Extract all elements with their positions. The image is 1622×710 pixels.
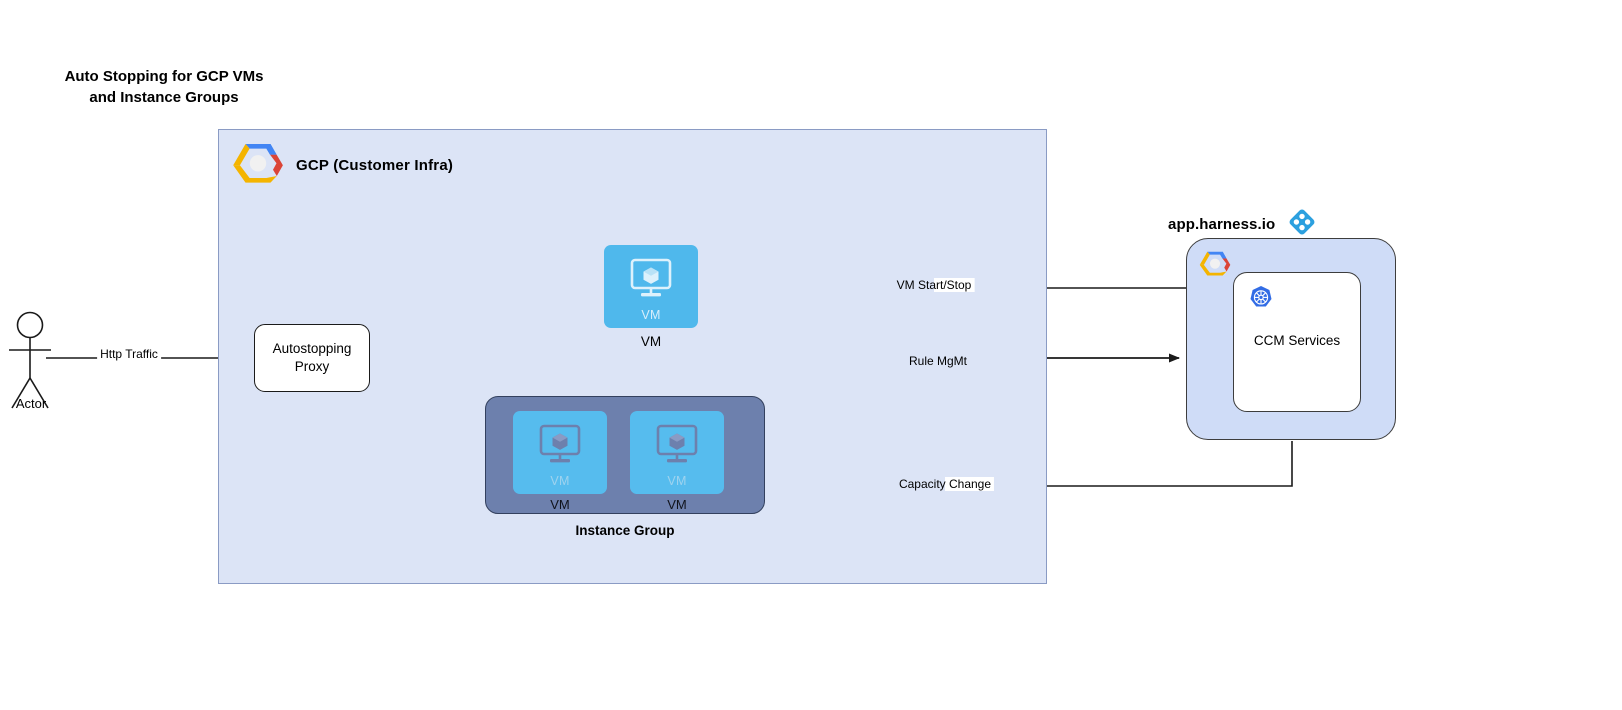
instance-group-node[interactable]: VM VM VM VM <box>485 396 765 514</box>
harness-title-label: app.harness.io <box>1168 216 1276 233</box>
vm-inner-label: VM <box>641 308 661 322</box>
gcp-container-label: GCP (Customer Infra) <box>296 157 454 174</box>
edge-label-http-traffic: Http Traffic <box>97 347 161 361</box>
edge-label-rule-mgmt: Rule MgMt <box>905 354 971 368</box>
instance-group-caption: Instance Group <box>575 523 675 538</box>
instance-group-vm-1-caption: VM <box>550 497 570 512</box>
vm-caption: VM <box>640 334 662 349</box>
vm-monitor-cube-icon <box>537 424 583 471</box>
actor-figure <box>0 310 62 415</box>
vm-monitor-cube-icon <box>628 258 674 305</box>
instance-group-vm-2-caption: VM <box>667 497 687 512</box>
gcp-container-header: GCP (Customer Infra) <box>232 140 453 191</box>
ccm-services-node[interactable]: CCM Services <box>1233 272 1361 412</box>
stick-figure-actor-icon <box>9 311 51 409</box>
ccm-services-label: CCM Services <box>1253 333 1341 348</box>
kubernetes-helm-icon <box>1248 285 1274 316</box>
harness-diamond-logo-icon <box>1287 207 1317 242</box>
harness-platform-panel[interactable]: CCM Services <box>1186 238 1396 440</box>
autostopping-proxy-node[interactable]: Autostopping Proxy <box>254 324 370 392</box>
actor-label: Actor <box>15 396 47 411</box>
edge-label-vm-start-stop: VM Start/Stop <box>893 278 975 292</box>
gcp-logo-icon <box>232 140 284 191</box>
vm-monitor-cube-icon <box>654 424 700 471</box>
instance-group-vm-1-inner-label: VM <box>550 474 570 488</box>
gcp-logo-icon <box>1199 249 1231 283</box>
instance-group-vm-2[interactable]: VM <box>630 411 724 494</box>
diagram-title: Auto Stopping for GCP VMs and Instance G… <box>64 68 264 106</box>
instance-group-vm-1[interactable]: VM <box>513 411 607 494</box>
edge-label-capacity-change: Capacity Change <box>895 477 995 491</box>
vm-node[interactable]: VM <box>604 245 698 328</box>
harness-title-group: app.harness.io <box>1168 207 1317 242</box>
instance-group-vm-2-inner-label: VM <box>667 474 687 488</box>
